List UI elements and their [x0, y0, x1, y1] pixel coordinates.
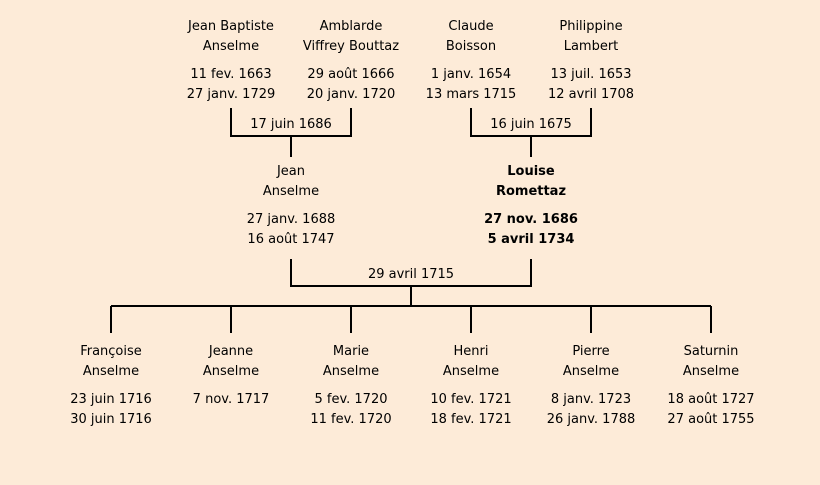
- person-last-name: Anselme: [262, 184, 320, 199]
- person-card[interactable]: Philippine Lambert 13 juil. 1653 12 avri…: [521, 17, 661, 105]
- person-last-name: Anselme: [682, 364, 740, 379]
- person-birth-date: 13 juil. 1653: [550, 67, 632, 82]
- person-death-date: 12 avril 1708: [547, 87, 635, 102]
- person-birth-date: 27 nov. 1686: [484, 212, 578, 227]
- person-card[interactable]: Saturnin Anselme 18 août 1727 27 août 17…: [641, 342, 781, 430]
- person-last-name: Lambert: [563, 39, 619, 54]
- person-birth-date: 18 août 1727: [667, 392, 755, 407]
- person-birth-date: 5 fev. 1720: [314, 392, 388, 407]
- person-first-name: Philippine: [559, 19, 623, 34]
- person-card[interactable]: Claude Boisson 1 janv. 1654 13 mars 1715: [401, 17, 541, 105]
- person-first-name: Jean: [276, 164, 306, 179]
- person-birth-date: 23 juin 1716: [70, 392, 152, 407]
- person-death-date: 20 janv. 1720: [306, 87, 396, 102]
- person-first-name: Louise: [507, 164, 555, 179]
- person-birth-date: 8 janv. 1723: [550, 392, 632, 407]
- person-last-name: Anselme: [322, 364, 380, 379]
- person-first-name: Françoise: [80, 344, 142, 359]
- person-last-name: Romettaz: [495, 184, 567, 199]
- focus-person-card[interactable]: Louise Romettaz 27 nov. 1686 5 avril 173…: [461, 162, 601, 250]
- person-birth-date: 10 fev. 1721: [430, 392, 512, 407]
- person-death-date: 5 avril 1734: [487, 232, 575, 247]
- person-card[interactable]: Henri Anselme 10 fev. 1721 18 fev. 1721: [401, 342, 541, 430]
- person-card[interactable]: Pierre Anselme 8 janv. 1723 26 janv. 178…: [521, 342, 661, 430]
- person-death-date: 13 mars 1715: [425, 87, 517, 102]
- person-birth-date: 7 nov. 1717: [192, 392, 270, 407]
- person-birth-date: 11 fev. 1663: [190, 67, 272, 82]
- marriage-date: 17 juin 1686: [250, 117, 332, 132]
- person-death-date: 16 août 1747: [247, 232, 335, 247]
- person-first-name: Jeanne: [208, 344, 254, 359]
- person-last-name: Anselme: [562, 364, 620, 379]
- person-first-name: Jean Baptiste: [188, 19, 274, 34]
- person-birth-date: 29 août 1666: [307, 67, 395, 82]
- person-first-name: Henri: [453, 344, 489, 359]
- person-last-name: Boisson: [445, 39, 497, 54]
- person-death-date: 27 janv. 1729: [186, 87, 276, 102]
- person-card[interactable]: Jean Baptiste Anselme 11 fev. 1663 27 ja…: [161, 17, 301, 105]
- person-first-name: Marie: [332, 344, 370, 359]
- marriage-date: 29 avril 1715: [367, 267, 455, 282]
- person-first-name: Saturnin: [683, 344, 739, 359]
- person-first-name: Pierre: [572, 344, 610, 359]
- person-death-date: 27 août 1755: [667, 412, 755, 427]
- person-last-name: Anselme: [82, 364, 140, 379]
- person-death-date: 18 fev. 1721: [430, 412, 512, 427]
- person-card[interactable]: Marie Anselme 5 fev. 1720 11 fev. 1720: [281, 342, 421, 430]
- person-first-name: Amblarde: [319, 19, 383, 34]
- person-last-name: Viffrey Bouttaz: [302, 39, 400, 54]
- marriage-date: 16 juin 1675: [490, 117, 572, 132]
- person-last-name: Anselme: [202, 364, 260, 379]
- person-birth-date: 27 janv. 1688: [246, 212, 336, 227]
- person-card[interactable]: Jeanne Anselme 7 nov. 1717: [161, 342, 301, 410]
- person-death-date: 26 janv. 1788: [546, 412, 636, 427]
- person-death-date: 30 juin 1716: [70, 412, 152, 427]
- person-card[interactable]: Jean Anselme 27 janv. 1688 16 août 1747: [221, 162, 361, 250]
- person-last-name: Anselme: [442, 364, 500, 379]
- person-first-name: Claude: [448, 19, 494, 34]
- person-last-name: Anselme: [202, 39, 260, 54]
- person-birth-date: 1 janv. 1654: [430, 67, 512, 82]
- person-card[interactable]: Françoise Anselme 23 juin 1716 30 juin 1…: [41, 342, 181, 430]
- person-card[interactable]: Amblarde Viffrey Bouttaz 29 août 1666 20…: [281, 17, 421, 105]
- person-death-date: 11 fev. 1720: [310, 412, 392, 427]
